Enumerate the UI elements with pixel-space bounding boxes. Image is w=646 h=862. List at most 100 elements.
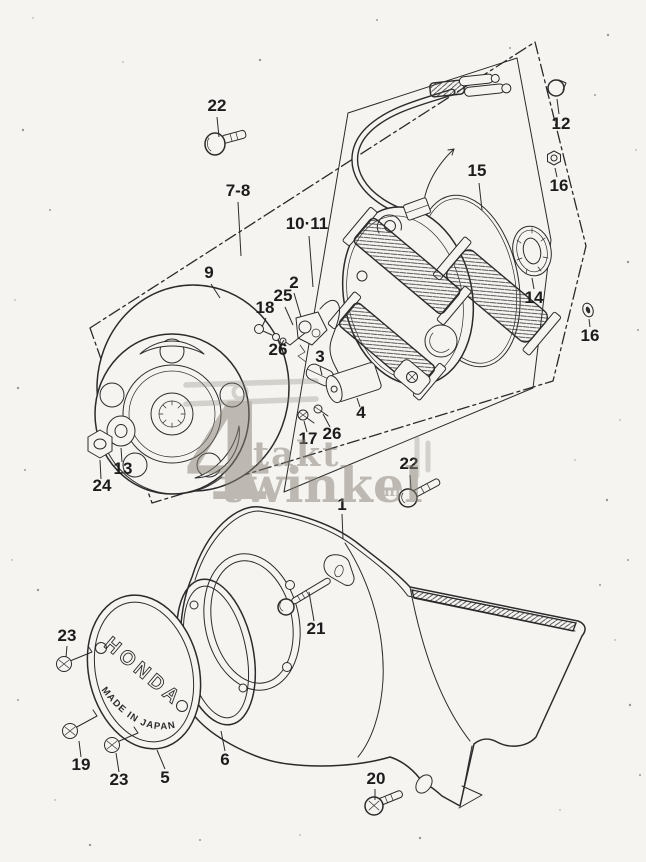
watermark-word-top: takt — [253, 434, 340, 475]
speckle — [21, 128, 25, 132]
speckle — [628, 703, 632, 707]
watermark: 4 takt twinkel nl — [182, 376, 431, 531]
callout-label-17: 17 — [299, 429, 318, 448]
speckle — [635, 149, 637, 151]
callout-leader-7-8 — [237, 201, 242, 257]
speckle — [36, 588, 40, 592]
callout-leader-25 — [284, 306, 294, 326]
crankcase-cover-1 — [179, 506, 586, 809]
callout-leader-9 — [210, 283, 221, 299]
callout-leader-26 — [280, 339, 285, 346]
callout-label-26: 26 — [269, 340, 288, 359]
callout-leader-12 — [556, 98, 560, 115]
callout-label-5: 5 — [160, 768, 169, 787]
speckle — [17, 699, 19, 701]
lighting-coil — [432, 236, 562, 356]
watermark-word-bottom: twinkel — [220, 456, 423, 514]
paper-noise — [11, 17, 641, 847]
callout-label-24: 24 — [93, 476, 112, 495]
callout-leader-23 — [115, 752, 120, 773]
speckle — [299, 834, 301, 836]
callout-label-2: 2 — [289, 273, 298, 292]
bolt-21 — [277, 554, 355, 616]
screw-17 — [297, 409, 315, 424]
grommet-16-lower — [582, 302, 594, 318]
callout-label-14: 14 — [525, 288, 544, 307]
callout-label-21: 21 — [307, 619, 326, 638]
speckle — [614, 639, 616, 641]
speckle — [619, 419, 621, 421]
speckle — [14, 299, 16, 301]
watermark-domain-suffix: nl — [384, 482, 401, 500]
screw-26b — [313, 404, 329, 417]
callout-leader-13 — [120, 447, 123, 463]
wire-harness — [351, 88, 456, 222]
stator-assembly — [327, 197, 562, 401]
washer-13 — [106, 415, 136, 447]
nut-16-upper — [547, 150, 561, 166]
speckle — [49, 209, 51, 211]
callout-label-25: 25 — [274, 286, 293, 305]
wire-connectors — [429, 73, 512, 98]
callout-label-23: 23 — [110, 770, 129, 789]
callout-leader-21 — [308, 591, 315, 622]
cover-plate-5: HONDA MADE IN JAPAN — [86, 594, 202, 750]
callout-label-10·11: 10·11 — [286, 214, 329, 233]
bolt-20 — [364, 790, 403, 816]
callout-label-9: 9 — [204, 263, 213, 282]
callout-label-18: 18 — [256, 298, 275, 317]
callout-leader-18 — [261, 317, 267, 328]
callout-leader-14 — [531, 277, 535, 290]
callout-label-23: 23 — [58, 626, 77, 645]
callout-label-6: 6 — [220, 750, 229, 769]
callout-leader-1 — [341, 513, 344, 540]
callout-leader-24 — [99, 459, 102, 480]
callout-label-19: 19 — [72, 755, 91, 774]
callout-label-15: 15 — [468, 161, 487, 180]
callout-leader-19 — [78, 740, 82, 758]
callout-leader-22 — [409, 474, 412, 490]
speckle — [637, 329, 639, 331]
source-coil-upper — [342, 207, 472, 325]
speckle — [627, 559, 629, 561]
screw-23-top — [56, 645, 93, 672]
speckle — [32, 17, 34, 19]
speckle — [559, 809, 561, 811]
callout-label-20: 20 — [367, 769, 386, 788]
callout-leader-3 — [319, 366, 323, 376]
callout-label-26: 26 — [323, 424, 342, 443]
callout-leader-22 — [216, 116, 220, 138]
callout-leader-26 — [322, 413, 331, 428]
speckle — [54, 799, 56, 801]
speckle — [606, 33, 610, 37]
speckle — [594, 94, 596, 96]
callout-label-13: 13 — [114, 459, 133, 478]
screw-23-bottom — [104, 726, 139, 753]
speckle — [574, 459, 576, 461]
grommet-12 — [547, 79, 567, 97]
speckle — [11, 559, 13, 561]
speckle — [199, 839, 201, 841]
callout-leader-16 — [588, 318, 591, 328]
flywheel — [94, 284, 290, 495]
screw-19 — [62, 709, 98, 739]
bolt-22-top — [204, 129, 247, 156]
callout-leader-17 — [303, 420, 308, 433]
callout-label-1: 1 — [337, 495, 346, 514]
oil-seal-14 — [512, 225, 552, 277]
callout-leader-6 — [220, 730, 226, 752]
callout-label-3: 3 — [315, 347, 324, 366]
speckle — [418, 836, 422, 840]
speckle — [24, 469, 26, 471]
watermark-glyph: 4 — [182, 376, 274, 531]
callout-leader-4 — [356, 397, 361, 408]
callout-leader-2 — [293, 292, 302, 318]
speckle — [258, 58, 262, 62]
callout-label-16: 16 — [581, 326, 600, 345]
callout-label-7-8: 7-8 — [226, 181, 251, 200]
callout-leader-10·11 — [308, 235, 314, 288]
callout-label-16: 16 — [550, 176, 569, 195]
